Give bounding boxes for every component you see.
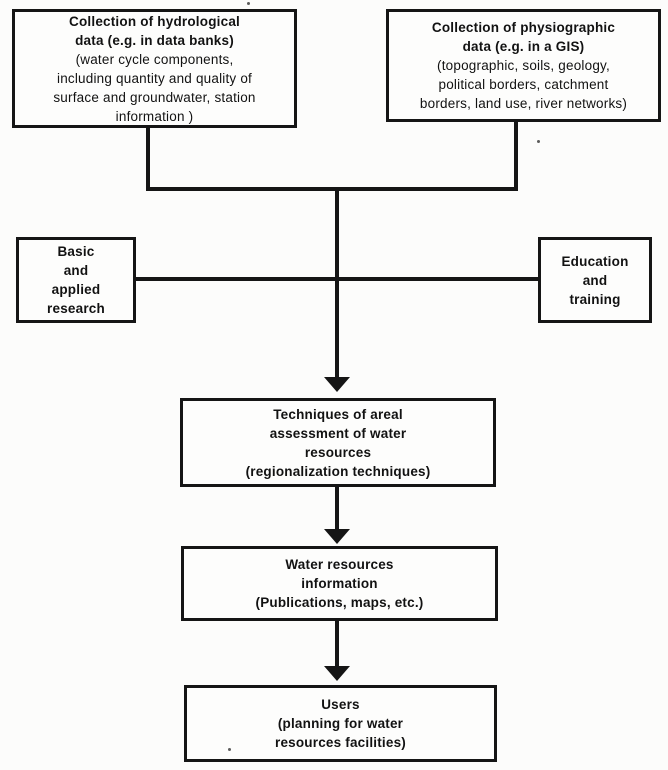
- connector-main-vertical: [335, 190, 339, 378]
- node-subtitle: (Publications, maps, etc.): [255, 595, 424, 610]
- arrowhead-down-to-techniques: [324, 377, 350, 392]
- connector-information-users: [335, 620, 339, 667]
- node-title: Basic and applied research: [47, 244, 105, 316]
- node-basic-applied-research: Basic and applied research: [16, 237, 136, 323]
- arrowhead-down-to-users: [324, 666, 350, 681]
- node-subtitle: (regionalization techniques): [245, 463, 431, 479]
- connector-research-education: [135, 277, 539, 281]
- node-subtitle: (topographic, soils, geology, political …: [419, 58, 628, 111]
- node-title: Water resources information: [285, 557, 394, 591]
- node-title: Collection of physiographic data (e.g. i…: [431, 20, 616, 54]
- arrowhead-down-to-information: [324, 529, 350, 544]
- node-water-resources-information: Water resources information (Publication…: [181, 546, 498, 621]
- node-education-training: Education and training: [538, 237, 652, 323]
- connector-techniques-information: [335, 487, 339, 530]
- node-subtitle: (planning for water resources facilities…: [274, 716, 406, 750]
- connector-hydrological-down: [146, 126, 150, 190]
- node-techniques-areal-assessment: Techniques of areal assessment of water …: [180, 398, 496, 487]
- node-title: Collection of hydrological data (e.g. in…: [69, 13, 240, 48]
- node-physiographic-data: Collection of physiographic data (e.g. i…: [386, 9, 661, 122]
- scan-speck: [228, 748, 231, 751]
- node-title: Users: [321, 697, 360, 712]
- scan-speck: [247, 2, 250, 5]
- node-title: Education and training: [561, 253, 629, 307]
- node-hydrological-data: Collection of hydrological data (e.g. in…: [12, 9, 297, 128]
- connector-merge-horizontal: [146, 187, 518, 191]
- node-title: Techniques of areal assessment of water …: [269, 406, 407, 460]
- scan-speck: [537, 140, 540, 143]
- node-subtitle: (water cycle components, including quant…: [53, 51, 256, 124]
- connector-physiographic-down: [514, 120, 518, 190]
- node-users: Users (planning for water resources faci…: [184, 685, 497, 762]
